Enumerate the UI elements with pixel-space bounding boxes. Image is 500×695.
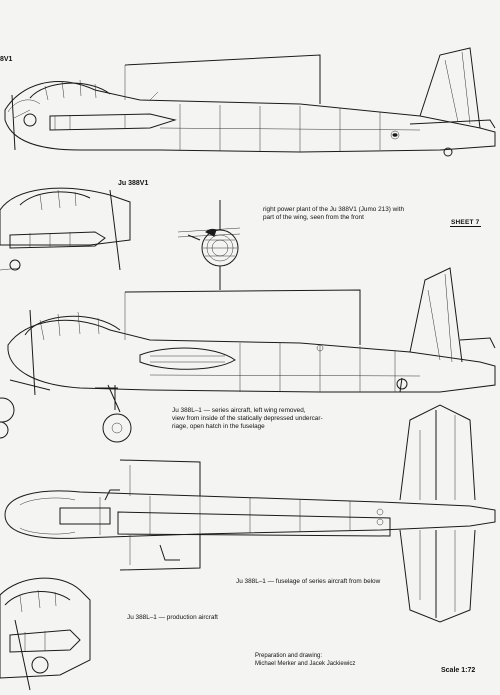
ju388l1-side-view [0, 267, 496, 443]
v1-partial-label: 8V1 [0, 56, 13, 63]
v1-caption: Ju 388V1 [118, 180, 149, 187]
l1-side-caption-line3: riage, open hatch in the fuselage [172, 423, 265, 430]
credits-line1: Preparation and drawing: [255, 653, 323, 659]
l1-side-caption-line2: view from inside of the statically depre… [172, 415, 323, 422]
credits-line2: Michael Merker and Jacek Jackiewicz [255, 661, 356, 667]
production-aircraft-partial [0, 577, 91, 691]
ju388v1-nose-detail [0, 187, 131, 271]
ju388l1-underside-view [4, 404, 496, 623]
scale-label: Scale 1:72 [441, 667, 476, 674]
powerplant-caption-line1: right power plant of the Ju 388V1 (Jumo … [263, 206, 405, 213]
l1-below-caption: Ju 388L–1 — fuselage of series aircraft … [236, 578, 381, 585]
powerplant-caption-line2: part of the wing, seen from the front [263, 214, 364, 221]
production-caption: Ju 388L–1 — production aircraft [127, 614, 218, 621]
sheet-number: SHEET 7 [450, 219, 481, 227]
ju388v1-side-view [4, 47, 496, 157]
l1-side-caption-line1: Ju 388L–1 — series aircraft, left wing r… [172, 407, 306, 414]
powerplant-front-view [177, 200, 241, 290]
